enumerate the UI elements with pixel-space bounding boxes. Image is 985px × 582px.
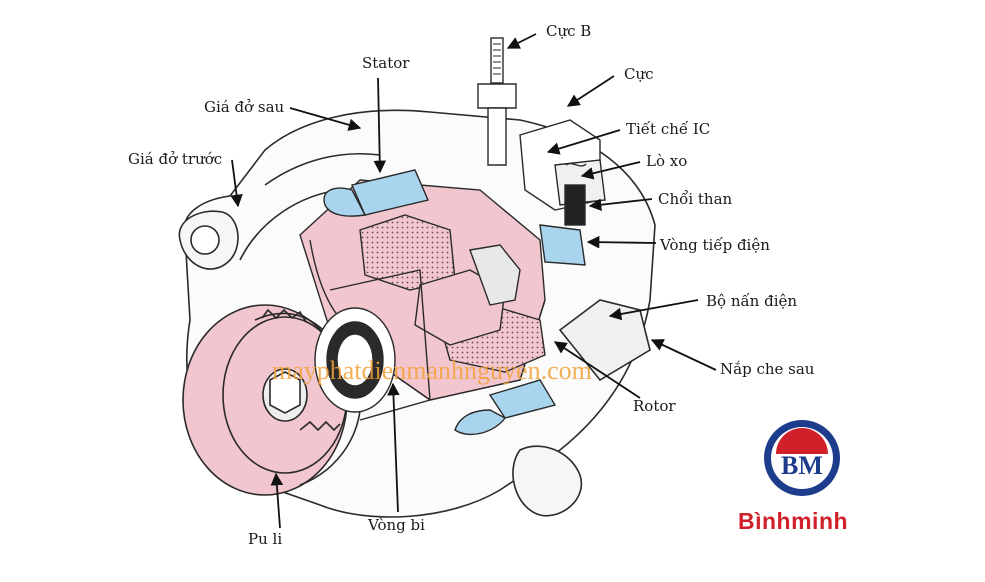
arrow-lo-xo	[580, 161, 641, 180]
watermark-text: mayphatdienmanhnguyen.com	[272, 356, 592, 385]
label-vong-bi: Vòng bi	[368, 516, 425, 534]
brand-logo: BM	[764, 420, 840, 496]
arrow-cuc-b	[506, 33, 537, 49]
stator-windings	[323, 169, 586, 436]
rotor-poles	[359, 214, 546, 373]
label-nap-che-sau: Nắp che sau	[720, 360, 815, 378]
label-bo-nan-dien: Bộ nấn điện	[706, 292, 798, 310]
bearing	[314, 269, 431, 421]
label-rotor: Rotor	[633, 397, 676, 415]
arrow-bo-nan-dien	[608, 299, 699, 321]
label-cuc-b: Cực B	[546, 22, 592, 40]
arrow-gia-do-sau	[289, 107, 362, 131]
b-terminal	[477, 37, 517, 166]
leader-arrows	[230, 33, 717, 529]
label-cuc: Cực	[624, 65, 654, 83]
label-lo-xo: Lò xo	[646, 152, 688, 170]
label-gia-do-truoc: Giá đở trước	[128, 150, 223, 168]
arrow-choi-than	[588, 198, 653, 211]
arrow-rotor	[553, 341, 641, 399]
brand-name: Bìnhminh	[738, 508, 849, 534]
arrow-tiet-che-ic	[546, 129, 621, 155]
arrow-stator	[373, 77, 387, 174]
brand-logo-text: BM	[781, 451, 823, 480]
arrow-gia-do-truoc	[230, 159, 243, 208]
label-pu-li: Pu li	[248, 530, 283, 548]
arrow-vong-bi	[387, 382, 400, 513]
arrow-pu-li	[270, 472, 284, 529]
arrow-nap-che-sau	[650, 339, 717, 371]
label-stator: Stator	[362, 54, 410, 72]
label-gia-do-sau: Giá đở sau	[204, 98, 285, 116]
arrow-vong-tiep-dien	[586, 235, 657, 249]
arrow-cuc	[566, 75, 615, 107]
label-vong-tiep-dien: Vòng tiếp điện	[660, 236, 770, 254]
label-choi-than: Chổi than	[658, 190, 733, 208]
label-tiet-che-ic: Tiết chế IC	[626, 120, 711, 138]
